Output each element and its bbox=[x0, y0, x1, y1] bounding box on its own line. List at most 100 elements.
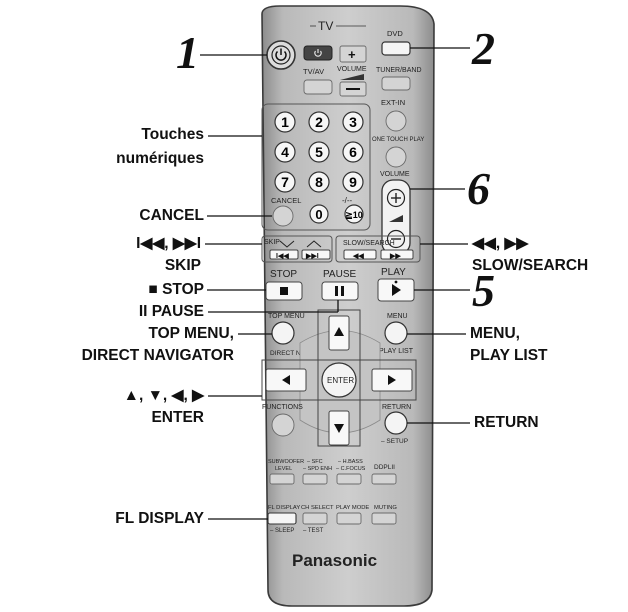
numeric-key-label: 7 bbox=[281, 174, 289, 190]
ch-select-label: CH SELECT bbox=[301, 505, 334, 511]
dvd-button[interactable] bbox=[381, 41, 411, 56]
skip-next-button[interactable] bbox=[301, 249, 331, 260]
play-list-label: PLAY LIST bbox=[379, 348, 414, 355]
enter-button[interactable] bbox=[321, 362, 357, 398]
callout-number-2: 2 bbox=[472, 23, 495, 74]
skip-label: SKIP bbox=[264, 239, 280, 246]
pause-button[interactable] bbox=[321, 281, 359, 301]
numeric-key-7[interactable] bbox=[274, 171, 296, 193]
numeric-key-5[interactable] bbox=[308, 141, 330, 163]
ext-in-button[interactable] bbox=[385, 110, 407, 132]
top-menu-callout-2: DIRECT NAVIGATOR bbox=[81, 347, 234, 364]
chevron-up-icon bbox=[306, 240, 322, 248]
power-icon bbox=[275, 48, 287, 61]
muting-button[interactable] bbox=[371, 512, 397, 525]
ch-select-button[interactable] bbox=[302, 512, 328, 525]
spd-enh-label: – SPD ENH bbox=[303, 466, 332, 472]
skip-symbols-callout: I◀◀, ▶▶I bbox=[136, 235, 201, 252]
skip-previous-button[interactable] bbox=[269, 249, 299, 260]
play-icon bbox=[392, 284, 401, 296]
numeric-key-label: 5 bbox=[315, 144, 323, 160]
slow-search-label: SLOW/SEARCH bbox=[343, 240, 395, 247]
numeric-key-10-plus[interactable] bbox=[344, 204, 364, 224]
numeric-key-label: 6 bbox=[349, 144, 357, 160]
numeric-key-label: ≧10 bbox=[345, 210, 363, 220]
one-touch-play-label: ONE TOUCH PLAY bbox=[372, 137, 424, 143]
numeric-key-label: 3 bbox=[349, 114, 357, 130]
numeric-key-label: 4 bbox=[281, 144, 289, 160]
pause-callout: II PAUSE bbox=[138, 303, 204, 320]
h-bass-button[interactable] bbox=[336, 473, 362, 485]
plus-icon: + bbox=[348, 47, 356, 62]
fl-display-label: FL DISPLAY bbox=[268, 505, 300, 511]
brand-logo: Panasonic bbox=[292, 551, 377, 570]
slow-symbols-callout: ◀◀, ▶▶ bbox=[472, 235, 529, 252]
menu-button[interactable] bbox=[384, 321, 408, 345]
tuner-band-button[interactable] bbox=[381, 76, 411, 91]
volume-label: VOLUME bbox=[380, 171, 410, 178]
numeric-key-4[interactable] bbox=[274, 141, 296, 163]
volume-up-icon bbox=[386, 188, 406, 208]
left-arrow-icon bbox=[282, 375, 290, 385]
numeric-key-label: 2 bbox=[315, 114, 323, 130]
up-arrow-icon bbox=[334, 327, 344, 336]
functions-button[interactable] bbox=[271, 413, 295, 437]
power-button[interactable] bbox=[266, 40, 296, 70]
muting-label: MUTING bbox=[374, 505, 397, 511]
top-menu-button[interactable] bbox=[271, 321, 295, 345]
cancel-callout: CANCEL bbox=[139, 207, 204, 224]
dvd-label: DVD bbox=[387, 29, 403, 38]
subwoofer-level-label-1: SUBWOOFER bbox=[268, 459, 304, 465]
sfc-label: – SFC bbox=[307, 459, 323, 465]
numeric-key-6[interactable] bbox=[342, 141, 364, 163]
numeric-key-8[interactable] bbox=[308, 171, 330, 193]
slow-search-callout: SLOW/SEARCH bbox=[472, 257, 589, 274]
skip-frame bbox=[261, 235, 333, 263]
tv-power-icon bbox=[314, 49, 322, 57]
pause-icon bbox=[335, 286, 344, 296]
rewind-icon: ◀◀ bbox=[352, 253, 364, 260]
subwoofer-level-label-2: LEVEL bbox=[275, 466, 292, 472]
fast-forward-icon: ▶▶ bbox=[389, 253, 401, 260]
navigation-pad: ENTER bbox=[261, 309, 417, 447]
sfc-button[interactable] bbox=[302, 473, 328, 485]
menu-label: MENU bbox=[387, 313, 408, 320]
numeric-key-3[interactable] bbox=[342, 111, 364, 133]
numeric-keypad-frame bbox=[261, 103, 371, 231]
slow-search-forward-button[interactable] bbox=[380, 249, 414, 260]
functions-label: FUNCTIONS bbox=[262, 404, 303, 411]
dolby-pro-logic-button[interactable] bbox=[371, 473, 397, 485]
arrows-callout-1: ▲, ▼, ◀, ▶ bbox=[123, 387, 204, 404]
return-button[interactable] bbox=[384, 411, 408, 435]
return-label: RETURN bbox=[382, 404, 411, 411]
subwoofer-level-button[interactable] bbox=[269, 473, 295, 485]
numeric-key-2[interactable] bbox=[308, 111, 330, 133]
numeric-key-1[interactable] bbox=[274, 111, 296, 133]
callout-number-5: 5 bbox=[472, 265, 495, 316]
c-focus-label: – C.FOCUS bbox=[336, 466, 366, 472]
fl-display-callout: FL DISPLAY bbox=[115, 510, 204, 527]
volume-ramp-icon bbox=[340, 74, 364, 80]
numeric-key-0[interactable] bbox=[309, 204, 329, 224]
numeric-key-label: 1 bbox=[281, 114, 289, 130]
one-touch-play-button[interactable] bbox=[385, 146, 407, 168]
ext-in-label: EXT-IN bbox=[381, 98, 405, 107]
right-arrow-icon bbox=[388, 375, 396, 385]
dolby-pro-logic-label: DDPLII bbox=[374, 464, 395, 471]
play-mode-button[interactable] bbox=[336, 512, 362, 525]
tv-volume-label: VOLUME bbox=[337, 66, 367, 73]
navigation-frame-vertical bbox=[317, 309, 361, 447]
tv-volume-up-button[interactable] bbox=[339, 45, 367, 63]
slow-search-rewind-button[interactable] bbox=[343, 249, 377, 260]
navigation-frame bbox=[261, 359, 417, 401]
tv-av-button[interactable] bbox=[303, 79, 333, 95]
stop-callout: ■ STOP bbox=[148, 281, 204, 298]
play-dot-icon bbox=[394, 280, 398, 284]
numeric-key-label: 8 bbox=[315, 174, 323, 190]
fl-display-button[interactable] bbox=[267, 512, 297, 525]
numeric-key-9[interactable] bbox=[342, 171, 364, 193]
touches-label-2: numériques bbox=[116, 150, 204, 167]
test-label: – TEST bbox=[303, 528, 324, 534]
cancel-button[interactable] bbox=[272, 205, 294, 227]
